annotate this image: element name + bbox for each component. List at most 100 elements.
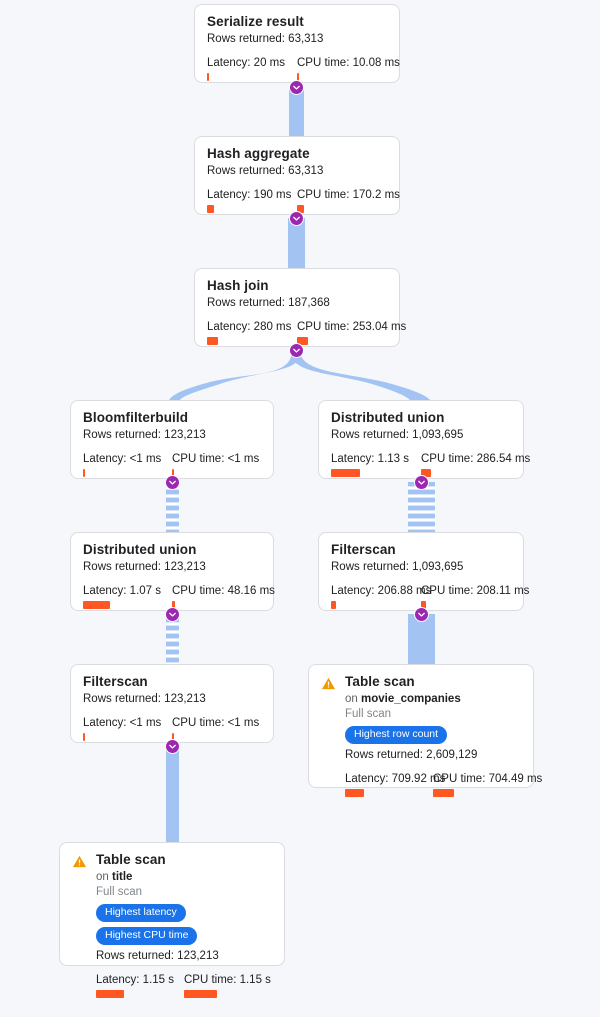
plan-node-bloomfilterbuild[interactable]: Bloomfilterbuild Rows returned: 123,213 … (70, 400, 274, 479)
plan-node-table-scan-movie-companies[interactable]: Table scan on movie_companies Full scan … (308, 664, 542, 797)
chevron-down-icon-serialize-result[interactable] (289, 80, 304, 95)
metric-cpu-bar (433, 789, 455, 797)
warning-triangle-icon (72, 855, 87, 868)
metric-cpu-label: CPU time: <1 ms (172, 453, 260, 465)
node-metrics: Latency: 1.13 s CPU time: 286.54 ms (331, 452, 531, 477)
chevron-down-icon-bloomfilterbuild[interactable] (165, 475, 180, 490)
metric-cpu-label: CPU time: 170.2 ms (297, 189, 400, 201)
plan-node-distributed-union-right[interactable]: Distributed union Rows returned: 1,093,6… (318, 400, 531, 479)
node-header: Filterscan (331, 542, 511, 558)
node-title: Hash join (207, 278, 269, 293)
node-title: Table scan (345, 674, 415, 689)
chevron-down-icon-hash-join[interactable] (289, 343, 304, 358)
metric-cpu-label: CPU time: 1.15 s (184, 974, 271, 986)
plan-node-hash-join[interactable]: Hash join Rows returned: 187,368 Latency… (194, 268, 407, 347)
node-metrics: Latency: 20 ms CPU time: 10.08 ms (207, 56, 400, 81)
status-badge-highest-latency[interactable]: Highest latency (96, 904, 186, 922)
chevron-down-icon-distributed-union-left[interactable] (165, 607, 180, 622)
metric-cpu-label: CPU time: 48.16 ms (172, 585, 275, 597)
node-rows-returned: Rows returned: 63,313 (207, 165, 324, 177)
metric-latency: Latency: 1.13 s (331, 452, 421, 477)
edge-hash-join-to-bloomfilterbuild (168, 350, 302, 404)
metric-cpu-bar (297, 73, 299, 81)
edge-hash-aggregate-to-hash-join (288, 218, 305, 270)
node-rows-returned: Rows returned: 63,313 (207, 33, 324, 45)
metric-cpu-label: CPU time: <1 ms (172, 717, 260, 729)
metric-latency: Latency: 709.92 ms (345, 772, 445, 797)
node-rows-returned: Rows returned: 123,213 (83, 429, 206, 441)
metric-cpu-label: CPU time: 286.54 ms (421, 453, 531, 465)
plan-node-distributed-union-left[interactable]: Distributed union Rows returned: 123,213… (70, 532, 275, 611)
plan-node-filterscan-left[interactable]: Filterscan Rows returned: 123,213 Latenc… (70, 664, 274, 743)
node-table-reference: on title (96, 870, 272, 885)
node-rows-returned: Rows returned: 123,213 (83, 693, 206, 705)
metric-cpu-bar (421, 601, 426, 609)
metric-latency-bar (207, 73, 209, 81)
metric-latency-label: Latency: <1 ms (83, 717, 162, 729)
edge-distributed-union-to-filterscan-right (408, 482, 435, 534)
node-rows-returned: Rows returned: 123,213 (83, 561, 206, 573)
metric-cpu: CPU time: <1 ms (172, 716, 261, 741)
metric-latency-label: Latency: 1.15 s (96, 974, 174, 986)
metric-cpu-bar (172, 469, 174, 477)
metric-latency: Latency: 190 ms (207, 188, 297, 213)
metric-latency: Latency: 1.07 s (83, 584, 172, 609)
node-rows-returned: Rows returned: 1,093,695 (331, 429, 464, 441)
node-metrics: Latency: 280 ms CPU time: 253.04 ms (207, 320, 407, 345)
metric-cpu-bar (172, 733, 174, 741)
node-title: Filterscan (331, 542, 396, 557)
metric-cpu-bar (172, 601, 175, 609)
metric-latency-label: Latency: 1.07 s (83, 585, 161, 597)
chevron-down-icon-hash-aggregate[interactable] (289, 211, 304, 226)
metric-latency: Latency: <1 ms (83, 452, 172, 477)
metric-cpu-label: CPU time: 253.04 ms (297, 321, 407, 333)
node-header: Distributed union (331, 410, 511, 426)
plan-node-filterscan-right[interactable]: Filterscan Rows returned: 1,093,695 Late… (318, 532, 529, 611)
metric-latency-label: Latency: 206.88 ms (331, 585, 432, 597)
node-header: Filterscan (83, 674, 261, 690)
chevron-down-icon-filterscan-left[interactable] (165, 739, 180, 754)
metric-latency: Latency: 1.15 s (96, 973, 184, 998)
status-badge[interactable]: Highest row count (345, 726, 448, 744)
node-metrics: Latency: 1.07 s CPU time: 48.16 ms (83, 584, 275, 609)
chevron-down-icon-filterscan-right[interactable] (414, 607, 429, 622)
node-header: Distributed union (83, 542, 261, 558)
metric-latency-bar (331, 469, 360, 477)
metric-latency-bar (83, 469, 85, 477)
on-label: on (96, 871, 109, 883)
node-metrics: Latency: 190 ms CPU time: 170.2 ms (207, 188, 400, 213)
node-badges: Highest latency Highest CPU time (96, 904, 272, 945)
chevron-down-icon-distributed-union-right[interactable] (414, 475, 429, 490)
plan-node-hash-aggregate[interactable]: Hash aggregate Rows returned: 63,313 Lat… (194, 136, 400, 215)
node-title: Distributed union (83, 542, 197, 557)
node-header: Hash aggregate (207, 146, 387, 162)
node-header: Table scan (72, 852, 272, 869)
node-header: Bloomfilterbuild (83, 410, 261, 426)
node-body: on title Full scan Highest latency Highe… (96, 870, 272, 998)
node-metrics: Latency: 206.88 ms CPU time: 208.11 ms (331, 584, 529, 609)
edge-serialize-to-hash-aggregate (289, 86, 304, 138)
metric-cpu-bar (184, 990, 218, 998)
metric-latency-label: Latency: 190 ms (207, 189, 292, 201)
node-metrics: Latency: <1 ms CPU time: <1 ms (83, 452, 261, 477)
metric-cpu: CPU time: 286.54 ms (421, 452, 531, 477)
status-badge-highest-cpu-time[interactable]: Highest CPU time (96, 927, 198, 945)
node-metrics: Latency: <1 ms CPU time: <1 ms (83, 716, 261, 741)
node-table-reference: on movie_companies (345, 692, 521, 707)
table-name: title (112, 871, 133, 883)
node-rows-returned: Rows returned: 187,368 (207, 297, 330, 309)
node-title: Bloomfilterbuild (83, 410, 189, 425)
table-name: movie_companies (361, 693, 461, 705)
metric-latency-bar (345, 789, 365, 797)
metric-cpu: CPU time: 48.16 ms (172, 584, 275, 609)
node-badges: Highest row count (345, 726, 521, 744)
metric-latency: Latency: <1 ms (83, 716, 172, 741)
metric-latency: Latency: 206.88 ms (331, 584, 432, 609)
node-rows-returned: Rows returned: 123,213 (96, 950, 219, 962)
edge-filterscan-to-table-scan-title (166, 746, 179, 844)
warning-triangle-icon (321, 677, 336, 690)
edge-hash-join-to-distributed-union (290, 350, 432, 404)
plan-node-table-scan-title[interactable]: Table scan on title Full scan Highest la… (59, 842, 285, 998)
plan-node-serialize-result[interactable]: Serialize result Rows returned: 63,313 L… (194, 4, 400, 83)
